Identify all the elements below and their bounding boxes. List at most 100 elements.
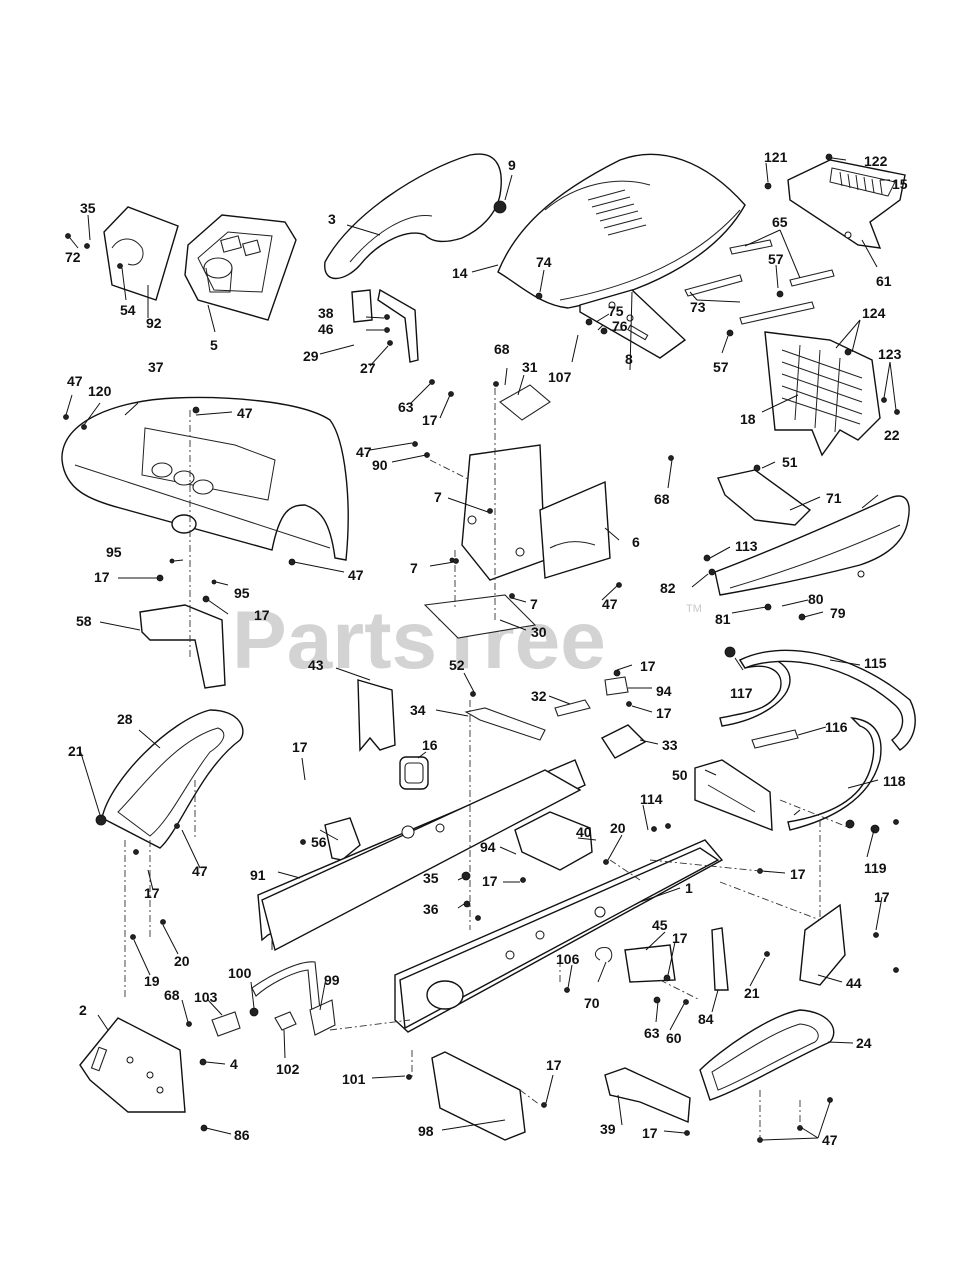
callout-98: 98 [418, 1123, 434, 1139]
callout-51: 51 [782, 454, 798, 470]
callout-54: 54 [120, 302, 136, 318]
watermark-text: PartsTree [232, 595, 606, 686]
callout-24: 24 [856, 1035, 872, 1051]
callout-63-top: 63 [398, 399, 414, 415]
callout-19: 19 [144, 973, 160, 989]
callout-57-bottom: 57 [713, 359, 729, 375]
callout-2: 2 [79, 1002, 87, 1018]
callout-43: 43 [308, 657, 324, 673]
leader-lines [65, 157, 897, 1141]
part-footrest-right [699, 1009, 835, 1101]
part-control-plate [579, 289, 687, 359]
part-bracket-31 [499, 384, 551, 421]
callout-17-h: 17 [874, 889, 890, 905]
callout-9: 9 [508, 157, 516, 173]
callout-21-right: 21 [744, 985, 760, 1001]
callout-39: 39 [600, 1121, 616, 1137]
callout-35-mid: 35 [423, 870, 439, 886]
part-bracket-33 [600, 724, 647, 759]
callout-35: 35 [80, 200, 96, 216]
callout-56: 56 [311, 834, 327, 850]
part-bracket-84 [711, 927, 729, 991]
callout-36: 36 [423, 901, 439, 917]
part-drawings [61, 153, 916, 1143]
callout-113: 113 [735, 538, 758, 554]
part-bracket-50 [694, 759, 773, 832]
callout-119: 119 [864, 860, 887, 876]
callout-1: 1 [685, 880, 693, 896]
callout-17-b: 17 [94, 569, 110, 585]
callout-70: 70 [584, 995, 600, 1011]
callout-17-j: 17 [144, 885, 160, 901]
callout-17-d: 17 [640, 658, 656, 674]
callout-101: 101 [342, 1071, 366, 1087]
watermark: PartsTree TM [232, 595, 702, 686]
part-bumper [714, 495, 910, 596]
callout-32: 32 [531, 688, 547, 704]
callout-47-left: 47 [67, 373, 83, 389]
part-bracket-34 [464, 707, 546, 741]
callout-100: 100 [228, 965, 252, 981]
part-seat-plate [461, 444, 611, 581]
callout-114: 114 [640, 791, 663, 807]
callout-47-bottom: 47 [822, 1132, 838, 1148]
part-bracket-56 [324, 817, 361, 861]
callout-20-mid: 20 [610, 820, 626, 836]
callout-68-bottom: 68 [164, 987, 180, 1003]
part-hood [497, 153, 746, 309]
callout-75: 75 [608, 303, 624, 319]
callout-45: 45 [652, 917, 668, 933]
callout-17-g: 17 [790, 866, 806, 882]
callout-20-left: 20 [174, 953, 190, 969]
callout-17-a: 17 [422, 412, 438, 428]
callout-52: 52 [449, 657, 465, 673]
callout-71: 71 [826, 490, 842, 506]
callout-95-a: 95 [106, 544, 122, 560]
part-hood-links [684, 239, 835, 325]
callout-44: 44 [846, 975, 862, 991]
callout-17-e: 17 [656, 705, 672, 721]
part-bracket-39 [604, 1067, 691, 1124]
callout-33: 33 [662, 737, 678, 753]
part-grille-screen [764, 331, 881, 457]
callout-117: 117 [730, 685, 753, 701]
callout-73: 73 [690, 299, 706, 315]
callout-122: 122 [864, 153, 888, 169]
callout-106: 106 [556, 951, 580, 967]
callout-124: 124 [862, 305, 886, 321]
callout-74: 74 [536, 254, 552, 270]
callout-50: 50 [672, 767, 688, 783]
part-heat-shield [103, 206, 179, 301]
callout-34: 34 [410, 702, 426, 718]
callout-7-b: 7 [410, 560, 418, 576]
callout-30: 30 [531, 624, 547, 640]
callout-120: 120 [88, 383, 112, 399]
callout-91: 91 [250, 867, 266, 883]
callout-94-top: 94 [656, 683, 672, 699]
callout-94-mid: 94 [480, 839, 496, 855]
hood-vents [587, 189, 647, 236]
callout-5: 5 [210, 337, 218, 353]
part-bracket-43 [357, 679, 396, 752]
callout-8: 8 [625, 351, 633, 367]
callout-121: 121 [764, 149, 788, 165]
callout-17-k: 17 [672, 930, 688, 946]
callout-labels: 35 72 54 92 5 3 9 14 74 75 76 107 121 12… [65, 149, 908, 1148]
callout-17-i: 17 [482, 873, 498, 889]
callout-47-fender-right: 47 [348, 567, 364, 583]
callout-123: 123 [878, 346, 902, 362]
callout-27: 27 [360, 360, 376, 376]
part-bracket-71 [717, 469, 812, 526]
watermark-trademark: TM [686, 603, 702, 615]
callout-47-left-bottom: 47 [192, 863, 208, 879]
callout-14: 14 [452, 265, 468, 281]
callout-116: 116 [825, 719, 848, 735]
callout-63-bottom: 63 [644, 1025, 660, 1041]
callout-76: 76 [612, 318, 628, 334]
callout-7-a: 7 [434, 489, 442, 505]
callout-115: 115 [864, 655, 887, 671]
callout-47-mid: 47 [356, 444, 372, 460]
part-grommet-16 [399, 756, 429, 790]
callout-17-c: 17 [254, 607, 270, 623]
